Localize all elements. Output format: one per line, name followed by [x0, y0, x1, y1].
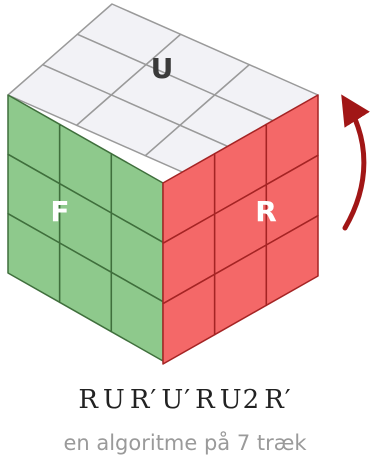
algorithm-move: R′	[129, 385, 158, 415]
algorithm-move: U	[102, 385, 126, 415]
right-sticker-2-2	[265, 214, 319, 307]
algorithm-move: R	[78, 385, 99, 415]
face-label-u: U	[151, 52, 174, 85]
right-face-r	[162, 94, 319, 365]
algorithm-move: R′	[264, 385, 292, 415]
algorithm-move: U′	[161, 385, 192, 415]
algorithm-caption: en algoritme på 7 træk	[63, 431, 307, 455]
algorithm-move: R	[195, 385, 216, 415]
algorithm-move: U2	[219, 385, 261, 415]
face-label-f: F	[50, 195, 69, 228]
face-label-r: R	[255, 195, 277, 228]
rotation-arrow-icon	[341, 94, 370, 231]
